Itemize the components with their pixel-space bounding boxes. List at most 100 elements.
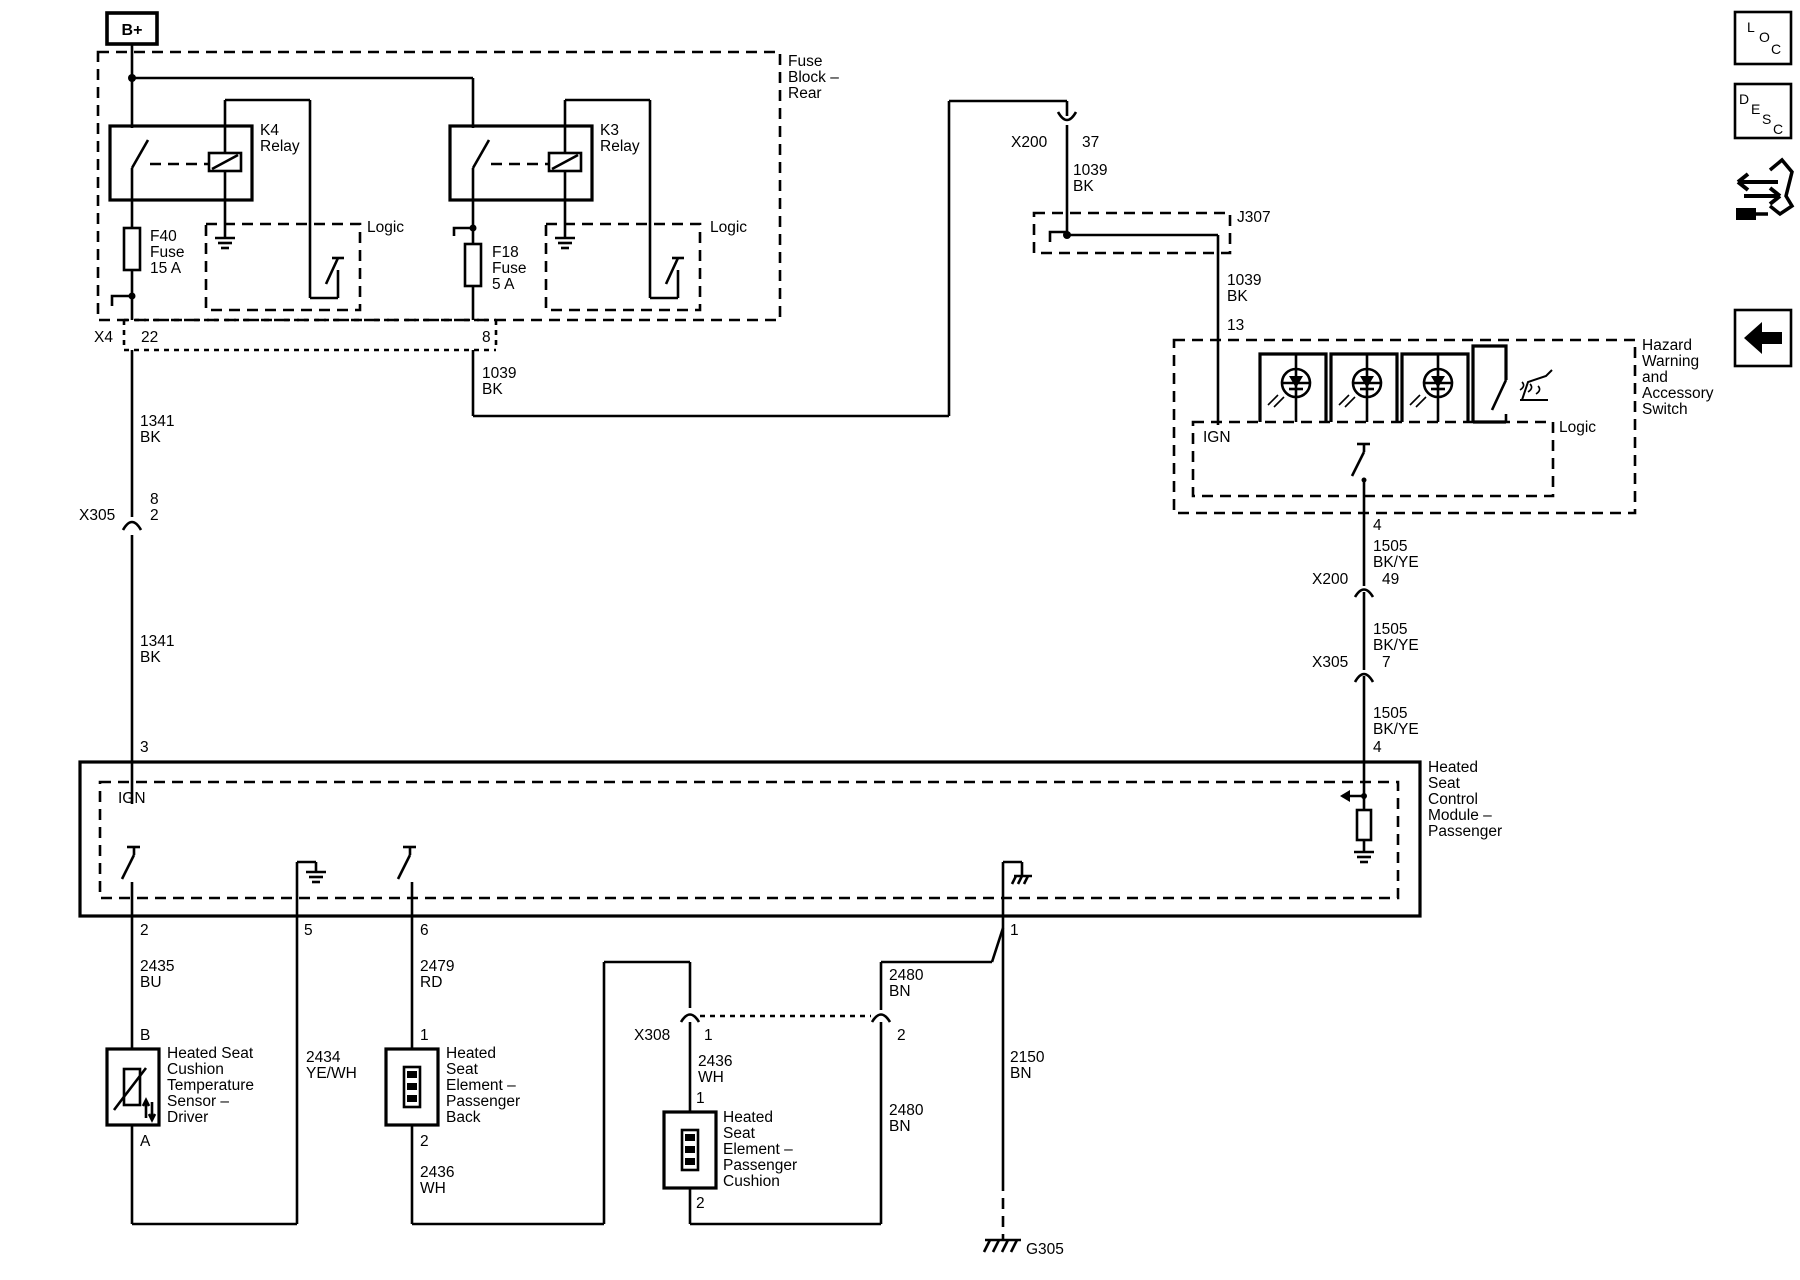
hazard-switch-label-1: Hazard xyxy=(1642,337,1692,354)
temp-sensor-label-5: Driver xyxy=(167,1109,208,1126)
back-arrow-icon xyxy=(1744,322,1782,354)
back-element-label-3: Element – xyxy=(446,1077,516,1094)
loc-button[interactable]: L O C xyxy=(1733,10,1793,66)
module-label-3: Control xyxy=(1428,791,1478,808)
svg-text:D: D xyxy=(1739,91,1749,107)
wire-2480-a-num: 2480 xyxy=(889,967,924,984)
fuse-block-rear: Fuse Block – Rear X4 22 8 xyxy=(94,50,839,352)
connector-harness-button[interactable] xyxy=(1736,157,1795,220)
relay-k3: K3 Relay xyxy=(448,98,652,298)
fuse-f40-label-2: Fuse xyxy=(150,244,184,261)
wire-2436-b-num: 2436 xyxy=(698,1053,732,1070)
hazard-switch-ign: IGN xyxy=(1203,429,1231,446)
relay-k4-label-1: K4 xyxy=(260,122,279,139)
connector-x305-right-label: X305 xyxy=(1312,654,1348,671)
relay-k3-label-1: K3 xyxy=(600,122,619,139)
cushion-element-pin-1: 1 xyxy=(696,1090,705,1107)
heated-seat-control-module: Heated Seat Control Module – Passenger I… xyxy=(78,759,1502,918)
hazard-switch-label-2: Warning xyxy=(1642,353,1699,370)
module-pin-5: 5 xyxy=(304,922,313,939)
fuse-f18: F18 Fuse 5 A xyxy=(452,200,526,320)
wire-2150-color: BN xyxy=(1010,1065,1032,1082)
connector-x305-left-pin-1: 8 xyxy=(150,491,159,508)
back-element-label-5: Back xyxy=(446,1109,481,1126)
relay-k3-logic: Logic xyxy=(544,219,747,312)
wire-1039-label-num: 1039 xyxy=(482,365,516,382)
connector-harness-icon xyxy=(1736,157,1795,220)
wire-1505-c-num: 1505 xyxy=(1373,705,1407,722)
relay-k4-logic-label: Logic xyxy=(367,219,404,236)
splice-j307: J307 xyxy=(1032,209,1271,255)
module-switch-pin2 xyxy=(120,845,140,916)
hazard-switch-label-4: Accessory xyxy=(1642,385,1714,402)
relay-k3-label-2: Relay xyxy=(600,138,640,155)
connector-x200-right-pin: 49 xyxy=(1382,571,1399,588)
fuse-f18-label-3: 5 A xyxy=(492,276,515,293)
x4-pin-8: 8 xyxy=(482,329,491,346)
svg-text:C: C xyxy=(1773,121,1783,137)
svg-text:S: S xyxy=(1762,111,1771,127)
cushion-element-label-5: Cushion xyxy=(723,1173,780,1190)
wire-2434-num: 2434 xyxy=(306,1049,341,1066)
back-button[interactable] xyxy=(1733,308,1793,368)
module-label-5: Passenger xyxy=(1428,823,1502,840)
svg-text:L: L xyxy=(1747,19,1755,35)
wire-1505-c-color: BK/YE xyxy=(1373,721,1419,738)
connector-x200-top-pin: 37 xyxy=(1082,134,1099,151)
relay-k3-logic-label: Logic xyxy=(710,219,747,236)
desc-button[interactable]: D E S C xyxy=(1733,82,1793,140)
svg-text:E: E xyxy=(1751,101,1760,117)
wire-1039-b-num: 1039 xyxy=(1073,162,1107,179)
connector-x308: X308 1 2 xyxy=(634,1013,906,1044)
ground-circuit-g305: 2150 BN G305 xyxy=(982,916,1064,1258)
wire-2150-num: 2150 xyxy=(1010,1049,1045,1066)
temp-sensor-label-1: Heated Seat xyxy=(167,1045,254,1062)
hazard-warning-switch: Hazard Warning and Accessory Switch 13 I… xyxy=(1172,317,1714,540)
wire-1341-a-num: 1341 xyxy=(140,413,174,430)
module-pin-1: 1 xyxy=(1010,922,1019,939)
back-element-label-4: Passenger xyxy=(446,1093,520,1110)
module-label-4: Module – xyxy=(1428,807,1492,824)
wire-1505: 1505 BK/YE X200 49 1505 BK/YE X305 7 150… xyxy=(1312,538,1419,762)
splice-j307-label: J307 xyxy=(1237,209,1271,226)
description-icon: D E S C xyxy=(1739,91,1783,137)
module-ground-pin5 xyxy=(295,860,326,916)
module-pin-2: 2 xyxy=(140,922,149,939)
cushion-element-label-4: Passenger xyxy=(723,1157,797,1174)
svg-text:O: O xyxy=(1759,29,1770,45)
cushion-element-pin-2: 2 xyxy=(696,1195,705,1212)
module-pin-6: 6 xyxy=(420,922,429,939)
wire-2480-b-num: 2480 xyxy=(889,1102,924,1119)
fuse-f18-label-2: Fuse xyxy=(492,260,526,277)
wire-1341: 1341 BK X305 8 2 1341 BK 3 xyxy=(79,350,174,762)
fuse-f18-label-1: F18 xyxy=(492,244,519,261)
module-label-1: Heated xyxy=(1428,759,1478,776)
temp-sensor-label-4: Sensor – xyxy=(167,1093,229,1110)
module-pin-4: 4 xyxy=(1373,739,1382,756)
back-element-pin-1: 1 xyxy=(420,1027,429,1044)
temp-sensor-label-2: Cushion xyxy=(167,1061,224,1078)
svg-text:C: C xyxy=(1771,41,1781,57)
cushion-element-label-1: Heated xyxy=(723,1109,773,1126)
fuse-f40: F40 Fuse 15 A xyxy=(110,200,184,320)
wire-2480-a-color: BN xyxy=(889,983,911,1000)
led-indicator-icon xyxy=(1400,352,1470,422)
hazard-switch-label-5: Switch xyxy=(1642,401,1688,418)
supply-bus xyxy=(128,44,475,128)
wire-2436-a-color: WH xyxy=(420,1180,446,1197)
wire-2436-b-color: WH xyxy=(698,1069,724,1086)
fuse-f40-label-1: F40 xyxy=(150,228,177,245)
wire-2434-color: YE/WH xyxy=(306,1065,357,1082)
x4-pin-22: 22 xyxy=(141,329,158,346)
fuse-block-label-3: Rear xyxy=(788,85,822,102)
connector-x200-right-label: X200 xyxy=(1312,571,1349,588)
hazard-switch-label-3: and xyxy=(1642,369,1668,386)
wire-1039-c-num: 1039 xyxy=(1227,272,1261,289)
hazard-switch-logic-label: Logic xyxy=(1559,419,1596,436)
wire-1341-b-num: 1341 xyxy=(140,633,174,650)
relay-k4-label-2: Relay xyxy=(260,138,300,155)
wire-2435-num: 2435 xyxy=(140,958,174,975)
connector-x308-pin-2: 2 xyxy=(897,1027,906,1044)
wire-1505-b-num: 1505 xyxy=(1373,621,1407,638)
temp-sensor-pin-a: A xyxy=(140,1133,151,1150)
